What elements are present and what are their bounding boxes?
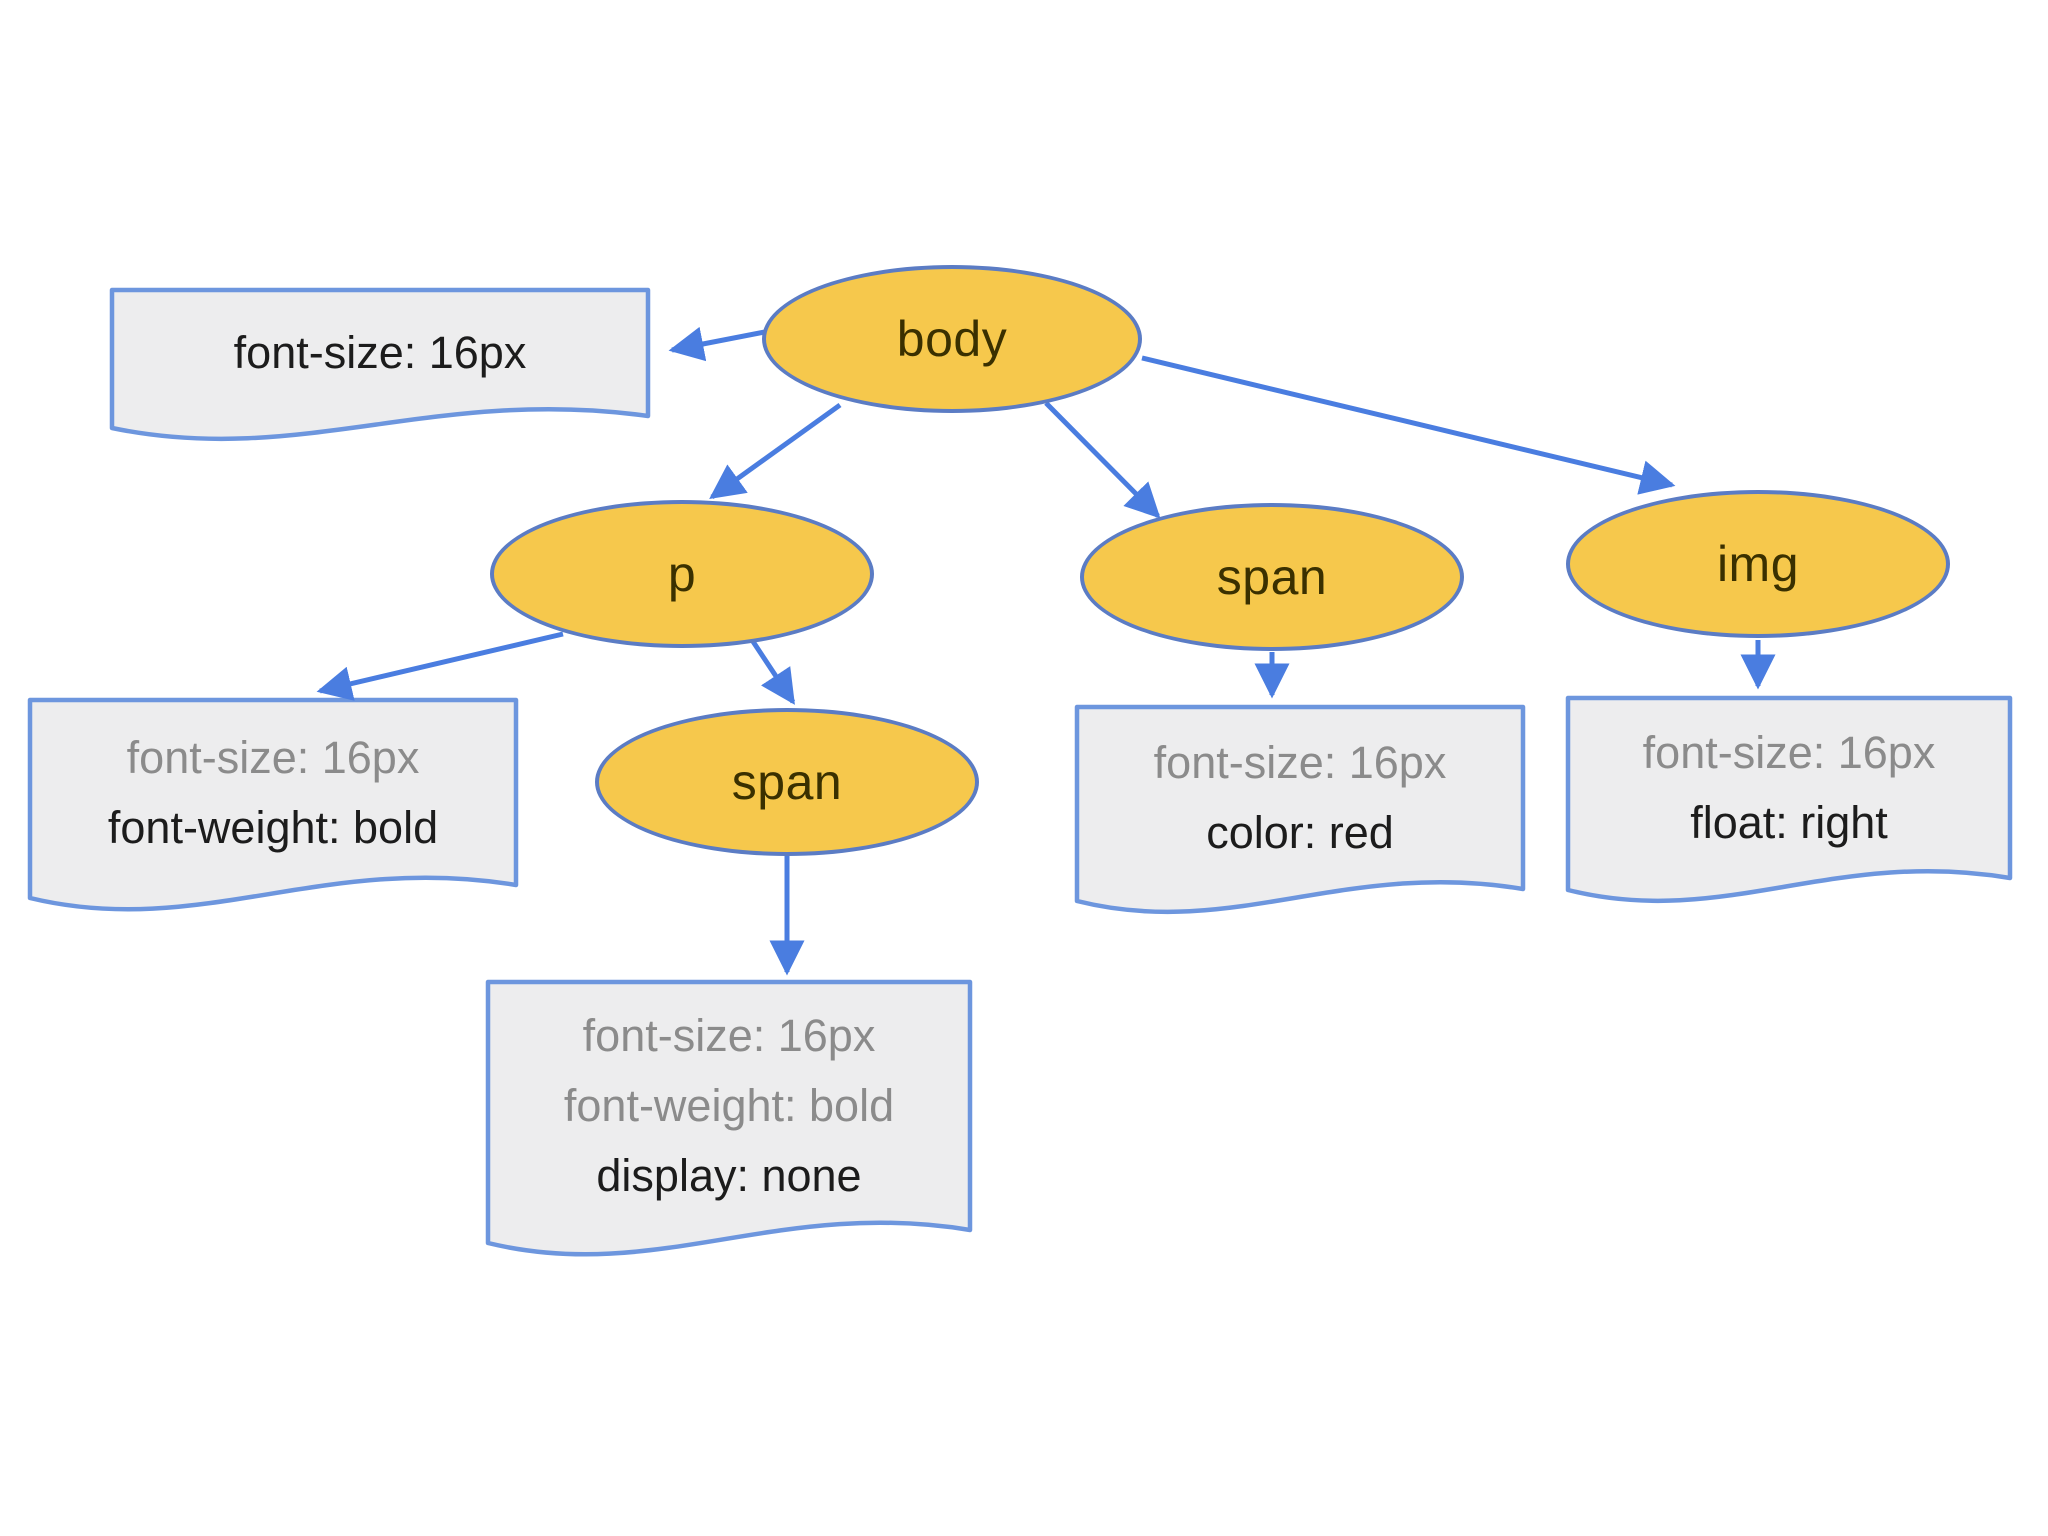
edge-p-to-note-p (316, 631, 564, 701)
note-img: font-size: 16px float: right (1568, 698, 2010, 878)
note-span-child-shape (485, 979, 973, 1257)
note-body: font-size: 16px (112, 290, 648, 416)
edge-body-to-span-mid (1044, 401, 1161, 519)
note-body-shape (109, 287, 651, 442)
node-body: body (762, 265, 1142, 413)
node-body-label: body (896, 311, 1008, 367)
node-span-child: span (595, 708, 979, 856)
style-rule: font-size: 16px (1153, 737, 1447, 789)
node-p-label: p (667, 546, 697, 602)
style-rule: font-size: 16px (233, 327, 527, 379)
node-p: p (490, 500, 874, 648)
node-span-mid-label: span (1216, 549, 1328, 605)
note-p-shape (27, 697, 519, 912)
edge-body-to-note-body (668, 326, 771, 362)
style-rule: font-size: 16px (126, 731, 420, 783)
note-p: font-size: 16px font-weight: bold (30, 700, 516, 885)
style-rule: font-weight: bold (107, 801, 439, 853)
style-rule: display: none (596, 1149, 862, 1201)
style-rule: font-size: 16px (582, 1010, 876, 1062)
edge-body-to-p (709, 402, 842, 500)
style-rule: color: red (1206, 807, 1394, 858)
node-span-mid: span (1080, 503, 1464, 651)
style-rule: font-size: 16px (1642, 727, 1936, 779)
note-span-mid: font-size: 16px color: red (1077, 707, 1523, 889)
node-img: img (1566, 490, 1950, 638)
note-span-mid-shape (1074, 704, 1526, 915)
style-rule: font-weight: bold (563, 1080, 895, 1132)
note-span-child: font-size: 16px font-weight: bold displa… (488, 982, 970, 1230)
note-img-shape (1565, 695, 2013, 904)
node-img-label: img (1716, 536, 1800, 592)
node-span-child-label: span (731, 754, 843, 810)
style-rule: float: right (1690, 797, 1888, 848)
edge-p-to-span-child (749, 638, 796, 705)
edge-body-to-img (1141, 355, 1676, 495)
